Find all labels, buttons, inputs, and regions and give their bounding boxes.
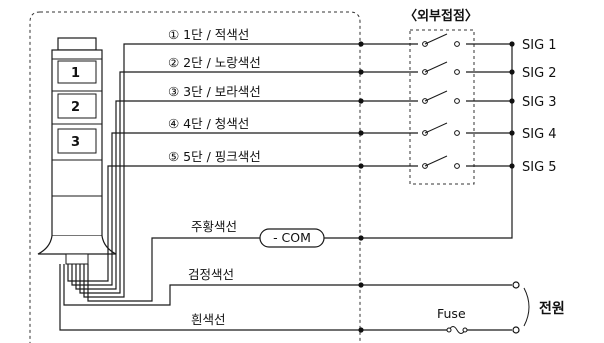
- signal-tower: [37, 37, 117, 265]
- lamp-tier-1-label: 1: [71, 66, 80, 81]
- sig-2-label: SIG 2: [522, 66, 557, 81]
- white-wire-label: 흰색선: [191, 312, 226, 327]
- signal-wire-bundle: [59, 43, 513, 331]
- external-contact-box: [409, 29, 475, 185]
- signal-line-4-label: ④ 4단 / 청색선: [168, 116, 249, 131]
- signal-line-1-label: ① 1단 / 적색선: [168, 27, 249, 42]
- black-wire-label: 검정색선: [188, 267, 234, 282]
- com-wire-label: 주황색선: [191, 219, 237, 234]
- power-terminal-top: [512, 281, 520, 289]
- com-terminal: [259, 228, 325, 248]
- external-contact-title: 〈외부접점〉: [404, 8, 478, 24]
- sig-3-label: SIG 3: [522, 95, 557, 110]
- signal-line-3-label: ③ 3단 / 보라색선: [168, 84, 261, 99]
- power-terminal-bottom: [512, 326, 520, 334]
- sig-1-label: SIG 1: [522, 38, 557, 53]
- power-label: 전원: [539, 300, 565, 317]
- junction-dots: [358, 41, 515, 333]
- com-label: - COM: [273, 230, 311, 245]
- lamp-tier-3-label: 3: [71, 135, 80, 150]
- signal-line-5-label: ⑤ 5단 / 핑크색선: [168, 149, 261, 164]
- fuse-label: Fuse: [437, 306, 466, 321]
- sig-4-label: SIG 4: [522, 127, 557, 142]
- sig-5-label: SIG 5: [522, 160, 557, 175]
- lamp-tier-2-label: 2: [71, 100, 80, 115]
- fuse-symbol: [448, 326, 466, 334]
- device-enclosure: [29, 11, 361, 343]
- signal-line-2-label: ② 2단 / 노랑색선: [168, 55, 261, 70]
- switch-contacts: [418, 33, 466, 174]
- power-bracket: [523, 287, 530, 327]
